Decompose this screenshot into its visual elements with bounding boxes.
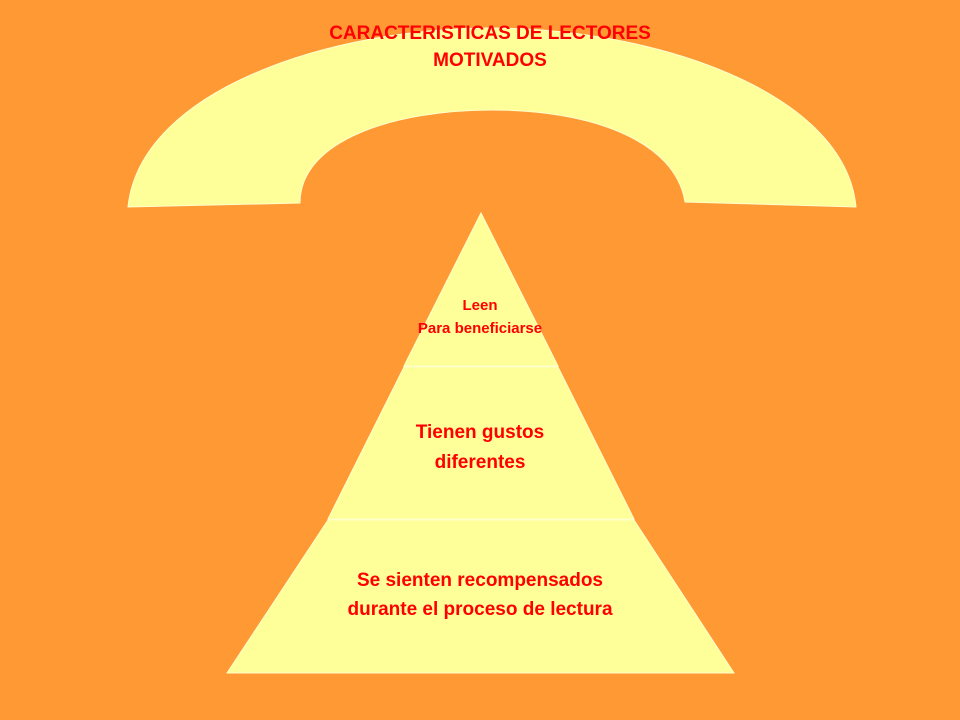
pyramid-level-top <box>403 211 559 367</box>
title-line-1: CARACTERISTICAS DE LECTORES <box>329 23 651 44</box>
level-bottom-line-2: durante el proceso de lectura <box>347 599 613 620</box>
pyramid-level-top-text: Leen Para beneficiarse <box>380 294 580 340</box>
level-top-line-2: Para beneficiarse <box>417 320 543 337</box>
level-middle-line-2: diferentes <box>434 452 526 473</box>
pyramid-level-bottom <box>226 519 735 674</box>
title-line-2: MOTIVADOS <box>433 50 547 71</box>
level-middle-line-1: Tienen gustos <box>415 422 545 443</box>
slide-title: CARACTERISTICAS DE LECTORES MOTIVADOS <box>230 20 750 74</box>
arch-shape <box>127 27 857 208</box>
level-top-line-1: Leen <box>462 297 498 314</box>
level-bottom-line-1: Se sienten recompensados <box>356 570 604 591</box>
pyramid-level-middle <box>327 366 635 520</box>
pyramid-level-bottom-text: Se sienten recompensados durante el proc… <box>270 566 690 624</box>
pyramid-level-middle-text: Tienen gustos diferentes <box>340 418 620 478</box>
